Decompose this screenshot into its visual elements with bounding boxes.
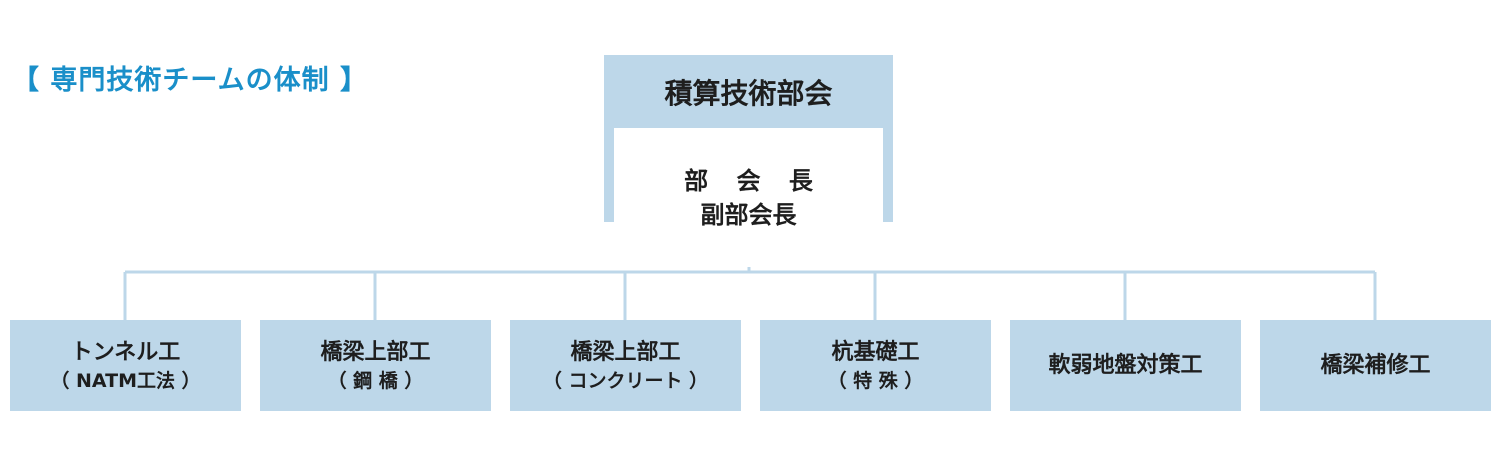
page-title: 【 専門技術チームの体制 】 (12, 65, 368, 96)
team-box-concrete-bridge: 橋梁上部工 （ コンクリート ） (510, 320, 741, 411)
team-subtitle: （ NATM工法 ） (50, 369, 201, 392)
team-subtitle: （ コンクリート ） (542, 369, 709, 392)
team-box-pile-foundation: 杭基礎工 （ 特 殊 ） (760, 320, 991, 411)
role-chair: 部 会 長 (684, 166, 823, 195)
team-box-bridge-repair: 橋梁補修工 (1260, 320, 1491, 411)
team-box-tunnel: トンネル工 （ NATM工法 ） (10, 320, 241, 411)
team-subtitle: （ 特 殊 ） (827, 369, 924, 392)
team-name: 軟弱地盤対策工 (1048, 352, 1203, 378)
team-box-steel-bridge: 橋梁上部工 （ 鋼 橋 ） (260, 320, 491, 411)
team-name: 橋梁上部工 (570, 339, 681, 365)
role-vice-chair: 副部会長 (700, 200, 797, 229)
team-name: 杭基礎工 (831, 339, 920, 365)
team-name: 橋梁補修工 (1320, 352, 1431, 378)
team-name: トンネル工 (70, 339, 181, 365)
team-subtitle: （ 鋼 橋 ） (327, 369, 424, 392)
committee-name: 積算技術部会 (664, 76, 833, 110)
team-name: 橋梁上部工 (320, 339, 431, 365)
team-box-soft-ground: 軟弱地盤対策工 (1010, 320, 1241, 411)
committee-roles: 部 会 長 副部会長 (614, 128, 883, 267)
committee-box: 積算技術部会 部 会 長 副部会長 (604, 55, 893, 267)
